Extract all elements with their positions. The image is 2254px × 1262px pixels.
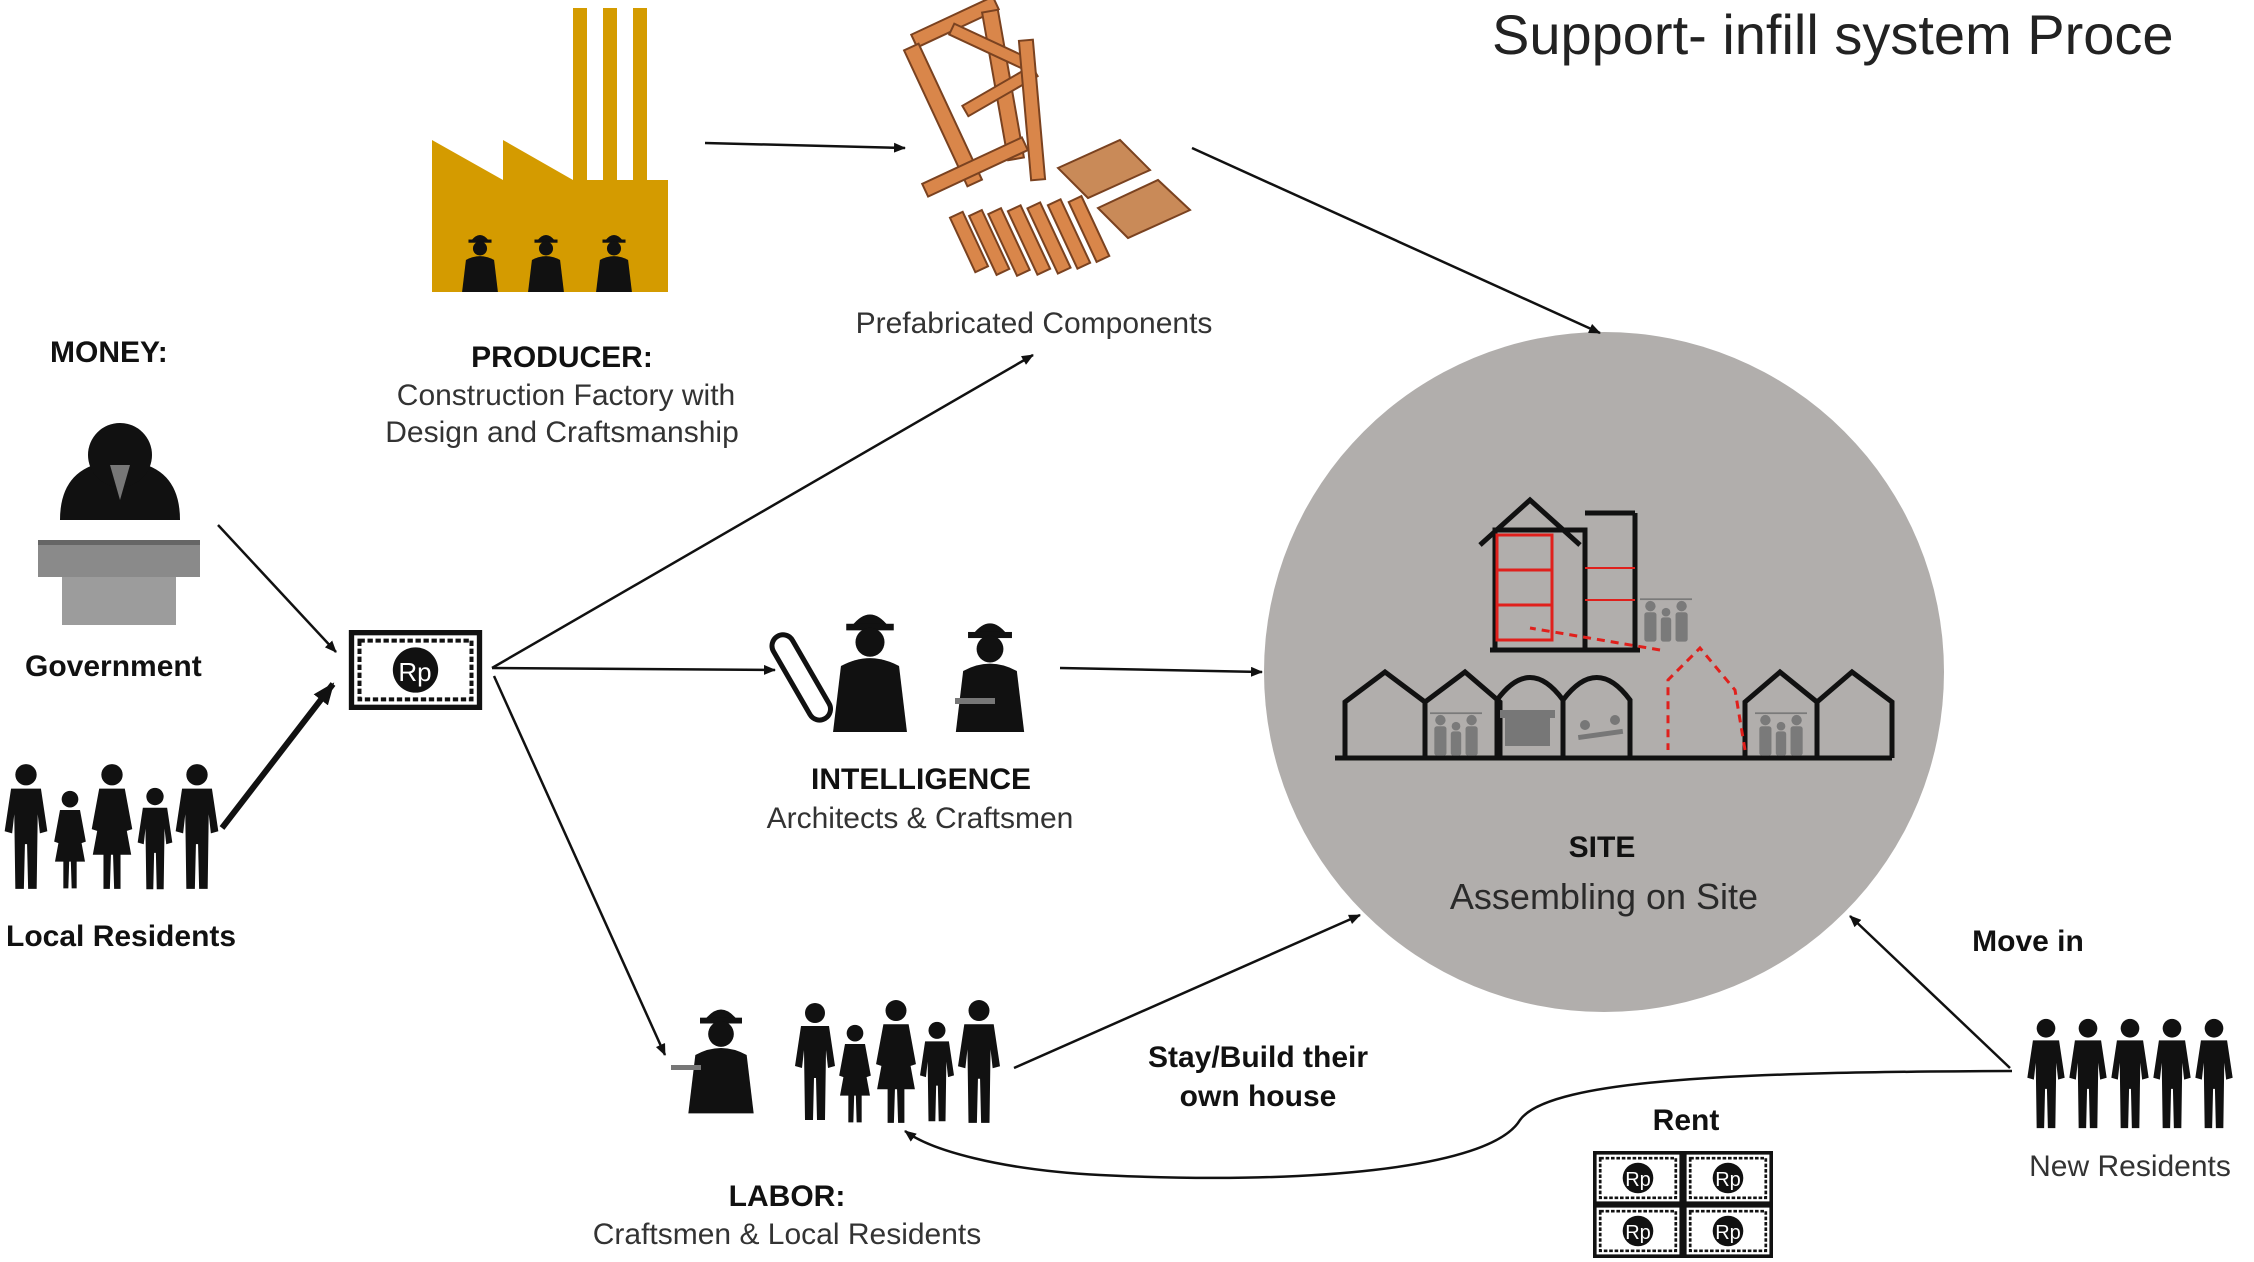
money-currency-text: Rp (398, 657, 431, 687)
stay-build-line1: Stay/Build their (1147, 1041, 1369, 1074)
seesaw-icon (1577, 715, 1624, 741)
arrow-rent-to-labor (904, 1069, 2013, 1180)
architects-craftsmen-icon (769, 614, 1025, 732)
site-buildings-illustration (1335, 496, 1895, 761)
factory-icon (432, 8, 668, 292)
move-in-label: Move in (1972, 925, 2084, 958)
arrow-newresidents-to-site (1849, 915, 2011, 1069)
government-label: Government (25, 650, 202, 683)
producer-line2: Design and Craftsmanship (385, 416, 739, 449)
local-residents-icon (4, 764, 219, 890)
new-residents-icon (2027, 1018, 2233, 1129)
arrow-money-to-components (491, 353, 1034, 670)
site-circle (1264, 332, 1944, 1012)
arrow-labor-to-site (1013, 913, 1361, 1070)
stay-build-line2: own house (1179, 1080, 1337, 1113)
new-residents-label: New Residents (2029, 1150, 2231, 1183)
producer-heading: PRODUCER: (471, 341, 653, 374)
prefab-components-label: Prefabricated Components (855, 307, 1213, 340)
arrow-residents-to-money (219, 682, 336, 830)
arrow-government-to-money (217, 524, 337, 653)
rent-currency-text: Rp (1715, 1169, 1741, 1191)
intelligence-subtitle: Architects & Craftsmen (766, 802, 1074, 835)
arrow-money-to-intelligence (491, 664, 776, 675)
site-heading: SITE (1568, 831, 1636, 864)
rent-currency-text: Rp (1625, 1222, 1651, 1244)
government-icon (38, 423, 200, 625)
producer-line1: Construction Factory with (396, 379, 736, 412)
market-stall-icon (1500, 710, 1555, 746)
arrow-intelligence-to-site (1059, 666, 1263, 677)
rent-label: Rent (1652, 1104, 1720, 1137)
rent-currency-text: Rp (1625, 1169, 1651, 1191)
labor-residents-icon (795, 1000, 1000, 1123)
local-residents-label: Local Residents (6, 920, 237, 953)
page-title: Support- infill system Proce (1492, 3, 2174, 66)
arrow-factory-to-components (704, 141, 906, 153)
arrow-components-to-site (1191, 146, 1601, 335)
labor-heading: LABOR: (728, 1180, 846, 1213)
rent-bills-icon (1593, 1150, 1773, 1259)
arrow-money-to-labor (492, 675, 667, 1056)
intelligence-heading: INTELLIGENCE (810, 763, 1032, 796)
rent-currency-text: Rp (1715, 1222, 1741, 1244)
money-heading: MONEY: (50, 336, 168, 369)
site-subtitle: Assembling on Site (1449, 876, 1759, 917)
labor-subtitle: Craftsmen & Local Residents (592, 1218, 982, 1251)
prefab-components-icon (902, 0, 1192, 278)
labor-craftsman-icon (671, 1009, 754, 1114)
